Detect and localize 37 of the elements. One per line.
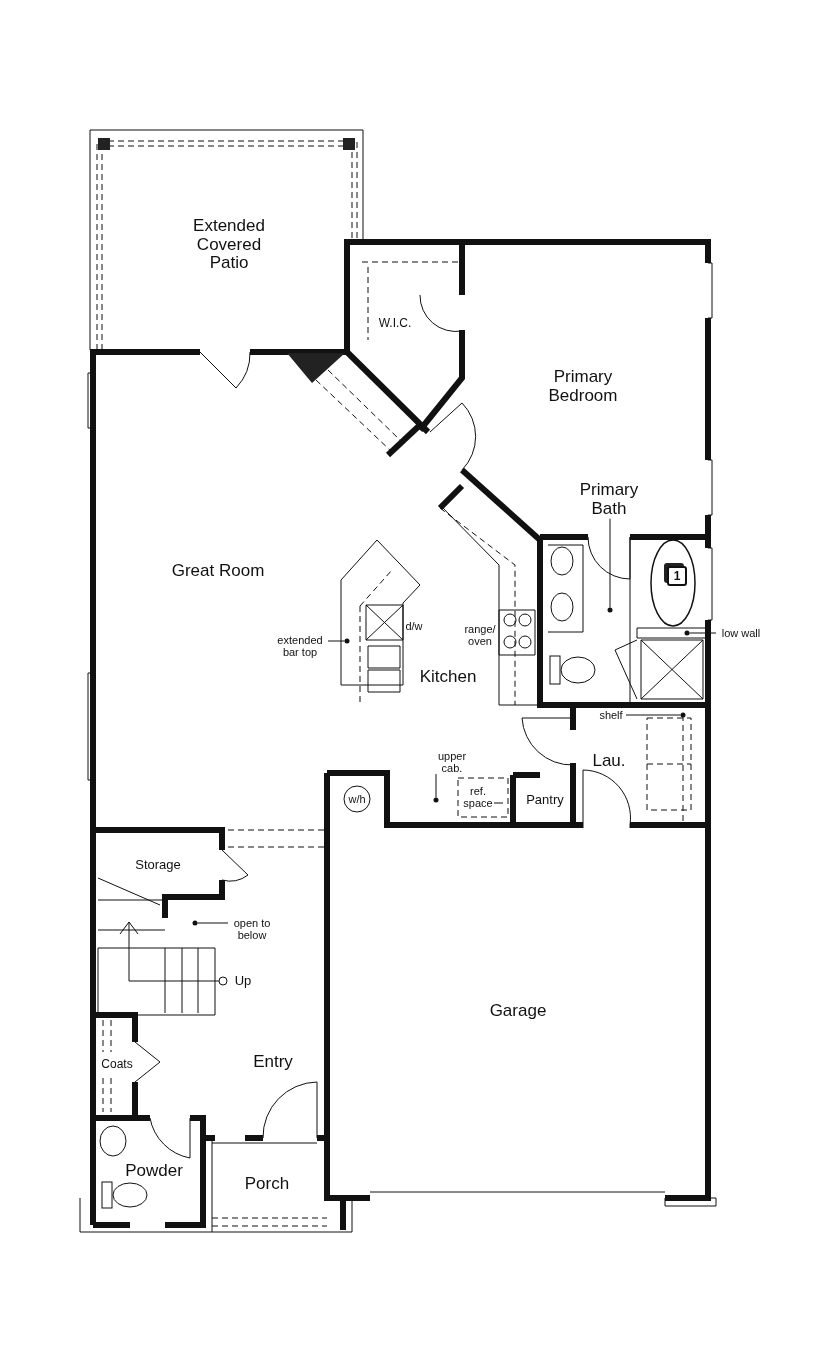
leader-dot — [192, 920, 198, 926]
leader-line — [435, 773, 437, 798]
leader-dot — [607, 607, 613, 613]
leader-line — [609, 518, 611, 608]
leader-line — [689, 632, 717, 634]
room-label: Kitchen — [418, 667, 478, 687]
leader-dot — [680, 712, 686, 718]
room-label: Lau. — [591, 751, 627, 771]
note-label: range/ oven — [463, 622, 497, 648]
room-label: Extended Covered Patio — [192, 216, 266, 274]
callout-text: open to below — [228, 916, 276, 942]
room-label: W.I.C. — [377, 317, 413, 331]
room-label: Pantry — [525, 792, 565, 808]
callout-text: upper cab. — [434, 749, 470, 775]
room-label: Primary Bath — [573, 481, 645, 519]
room-label: Garage — [488, 1001, 548, 1021]
leader-line — [625, 714, 681, 716]
room-label: Coats — [100, 1058, 134, 1072]
room-label: Great Room — [170, 561, 266, 581]
tub-number-badge: 1 — [667, 566, 687, 586]
callout-text: shelf — [596, 708, 626, 722]
leader-line — [327, 640, 345, 642]
note-label: Up — [233, 973, 253, 989]
room-label: Porch — [243, 1174, 291, 1194]
room-label: Storage — [134, 857, 182, 873]
room-label: Primary Bedroom — [547, 368, 619, 406]
note-label: w/h — [347, 792, 367, 806]
room-label: Entry — [252, 1052, 294, 1072]
note-label: d/w — [404, 619, 424, 633]
leader-line — [493, 802, 504, 804]
leader-dot — [344, 638, 350, 644]
room-label: Powder — [124, 1161, 184, 1181]
leader-dot — [433, 797, 439, 803]
leader-dot — [684, 630, 690, 636]
leader-line — [197, 922, 229, 924]
callout-text: low wall — [716, 626, 766, 640]
callout-text: extended bar top — [272, 633, 328, 659]
